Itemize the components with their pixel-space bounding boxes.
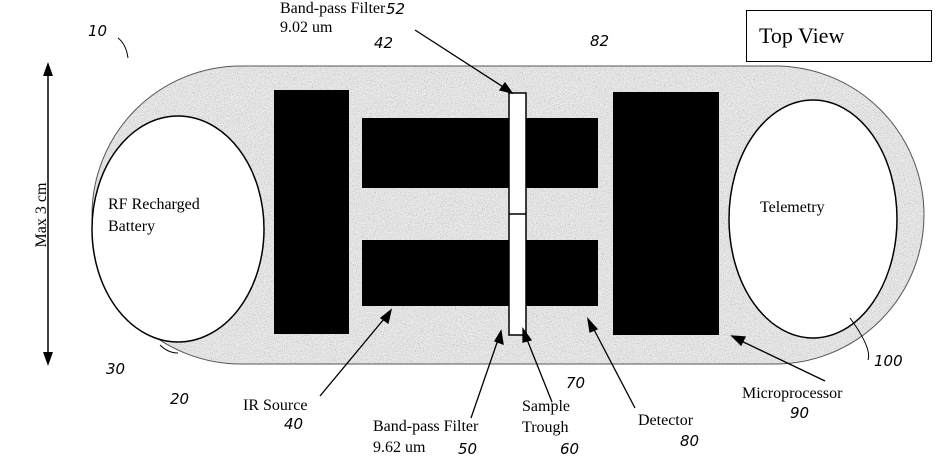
ref-filter-bottom: 50 <box>458 440 477 458</box>
filter-top-line2: 9.02 um <box>280 19 332 37</box>
ir-source-label: IR Source <box>243 397 307 415</box>
ref-device: 10 <box>88 22 107 40</box>
ref-housing-top: 82 <box>590 32 609 50</box>
filter-bottom-line2: 9.62 um <box>373 439 425 457</box>
ref-sample-trough: 60 <box>560 440 579 458</box>
ref-microprocessor: 90 <box>790 404 809 422</box>
microprocessor-label: Microprocessor <box>742 385 842 403</box>
dimension-label: Max 3 cm <box>33 175 51 255</box>
view-label-box: Top View <box>746 10 932 62</box>
filter-top-line1: Band-pass Filter <box>280 0 385 18</box>
sample-label-line2: Trough <box>522 419 569 437</box>
telemetry-label: Telemetry <box>760 199 825 217</box>
ref-telemetry: 100 <box>874 352 903 370</box>
ref-housing: 20 <box>170 390 189 408</box>
ref-top-filter: 42 <box>374 34 393 52</box>
ir-source-lower-bar <box>362 240 598 306</box>
sample-label-line1: Sample <box>522 398 570 416</box>
detector-label: Detector <box>638 412 693 430</box>
ir-source-upper-bar <box>362 118 598 188</box>
ref-ir-source: 40 <box>284 415 303 433</box>
microprocessor-block <box>613 92 719 335</box>
ref-sample: 70 <box>566 374 585 392</box>
left-block <box>274 90 349 334</box>
battery-label-line2: Battery <box>108 218 155 236</box>
ref-detector: 80 <box>680 432 699 450</box>
telemetry-ellipse <box>729 100 897 338</box>
ref-filter-top: 52 <box>386 0 405 18</box>
filter-bottom-line1: Band-pass Filter <box>373 418 478 436</box>
battery-label-line1: RF Recharged <box>108 196 200 214</box>
ref-battery: 30 <box>106 360 125 378</box>
view-label: Top View <box>759 23 844 49</box>
